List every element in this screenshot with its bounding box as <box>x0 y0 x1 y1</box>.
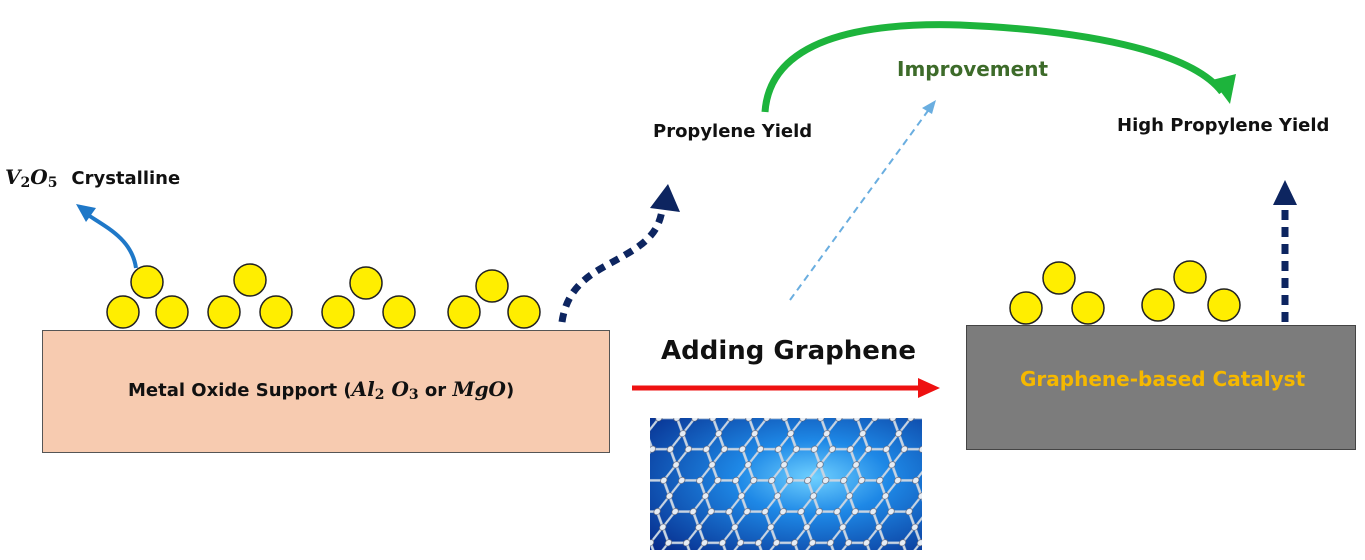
graphene-lattice-image <box>650 418 922 550</box>
graphene-catalyst-label: Graphene-based Catalyst <box>1020 367 1306 391</box>
v2o5-particle <box>106 295 140 329</box>
graphene-catalyst-block <box>966 325 1356 450</box>
catalyst-particle <box>1141 288 1175 322</box>
v2o5-formula: V2O5 <box>5 165 58 191</box>
catalyst-particle <box>1173 260 1207 294</box>
support-label: Metal Oxide Support (Al2 O3 or MgO) <box>128 377 515 403</box>
dashed-diagonal-arrow <box>789 107 931 301</box>
propylene-dotted-arrow <box>558 204 667 323</box>
crystalline-text: Crystalline <box>71 168 181 189</box>
crystalline-arrow <box>86 213 138 269</box>
v2o5-particle <box>349 266 383 300</box>
v2o5-particle <box>130 265 164 299</box>
v2o5-particle <box>155 295 189 329</box>
propylene-dotted-arrowhead <box>650 184 680 212</box>
v2o5-particle <box>475 269 509 303</box>
v2o5-particle <box>259 295 293 329</box>
dashed-diagonal-arrowhead <box>922 100 936 114</box>
improvement-arrowhead <box>1212 74 1236 104</box>
v2o5-particle <box>507 295 541 329</box>
crystalline-arrowhead <box>76 204 96 222</box>
improvement-curved-arrow <box>761 21 1225 113</box>
v2o5-particle <box>207 295 241 329</box>
catalyst-particle <box>1042 261 1076 295</box>
high-propylene-yield-label: High Propylene Yield <box>1117 115 1330 136</box>
catalyst-particle <box>1071 291 1105 325</box>
metal-oxide-support-block <box>42 330 610 453</box>
crystalline-label: V2O5 Crystalline <box>5 165 180 191</box>
adding-graphene-label: Adding Graphene <box>661 336 917 366</box>
v2o5-particle <box>447 295 481 329</box>
improvement-label: Improvement <box>897 57 1049 81</box>
v2o5-particle <box>382 295 416 329</box>
v2o5-particle <box>321 295 355 329</box>
propylene-yield-label: Propylene Yield <box>653 121 813 142</box>
catalyst-particle <box>1009 291 1043 325</box>
high-yield-dotted-arrowhead <box>1273 180 1297 205</box>
catalyst-particle <box>1207 288 1241 322</box>
v2o5-particle <box>233 263 267 297</box>
adding-graphene-arrowhead <box>918 378 940 398</box>
